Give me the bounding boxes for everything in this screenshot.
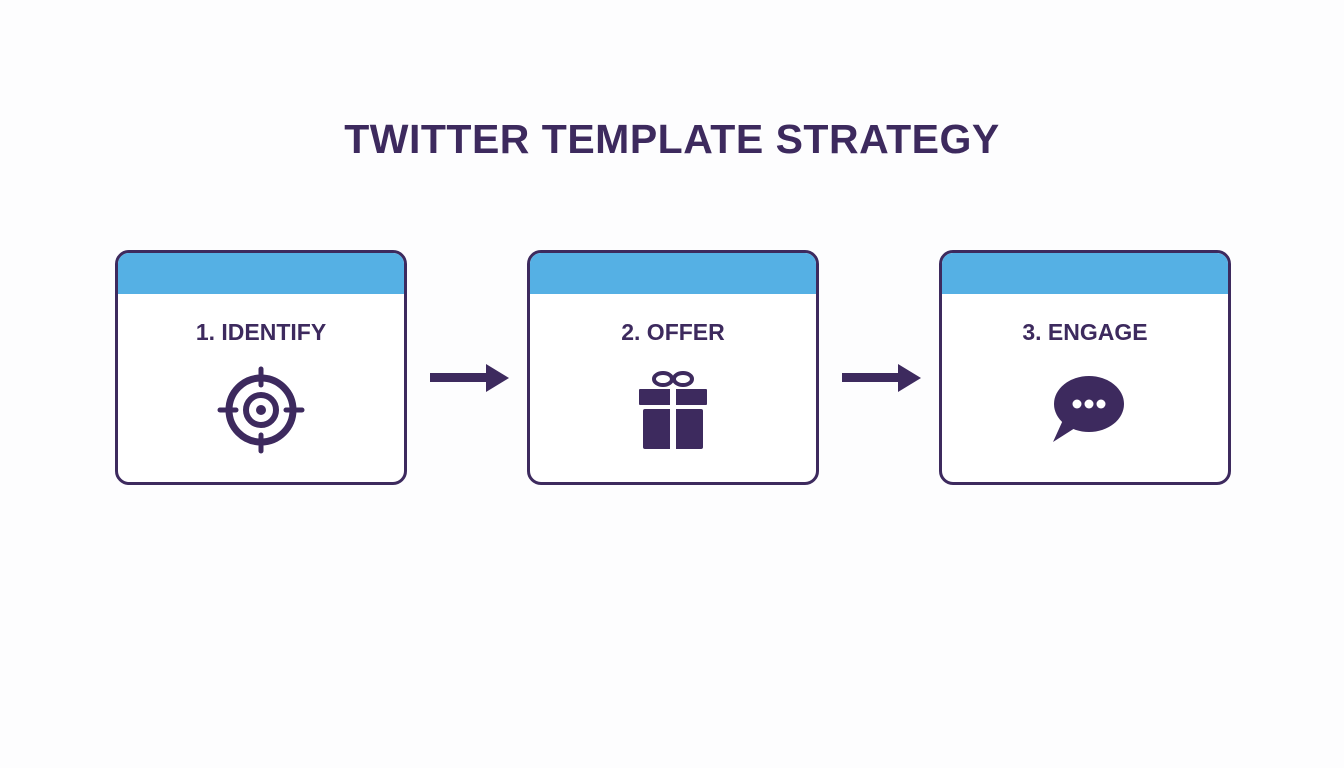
step-label: 3. ENGAGE [1022, 319, 1148, 345]
arrow-right-icon [430, 364, 509, 392]
card-header-bar [118, 253, 404, 294]
target-icon [118, 365, 404, 455]
card-header-bar [942, 253, 1228, 294]
step-card-offer: 2. OFFER [527, 250, 819, 485]
step-label: 1. IDENTIFY [195, 319, 327, 345]
card-header-bar [530, 253, 816, 294]
step-card-engage: 3. ENGAGE [939, 250, 1231, 485]
speech-bubble-icon [942, 365, 1228, 455]
arrow-right-icon [842, 364, 921, 392]
step-card-identify: 1. IDENTIFY [115, 250, 407, 485]
gift-icon [530, 365, 816, 455]
page-title: TWITTER TEMPLATE STRATEGY [344, 116, 1000, 162]
step-label: 2. OFFER [621, 319, 725, 345]
